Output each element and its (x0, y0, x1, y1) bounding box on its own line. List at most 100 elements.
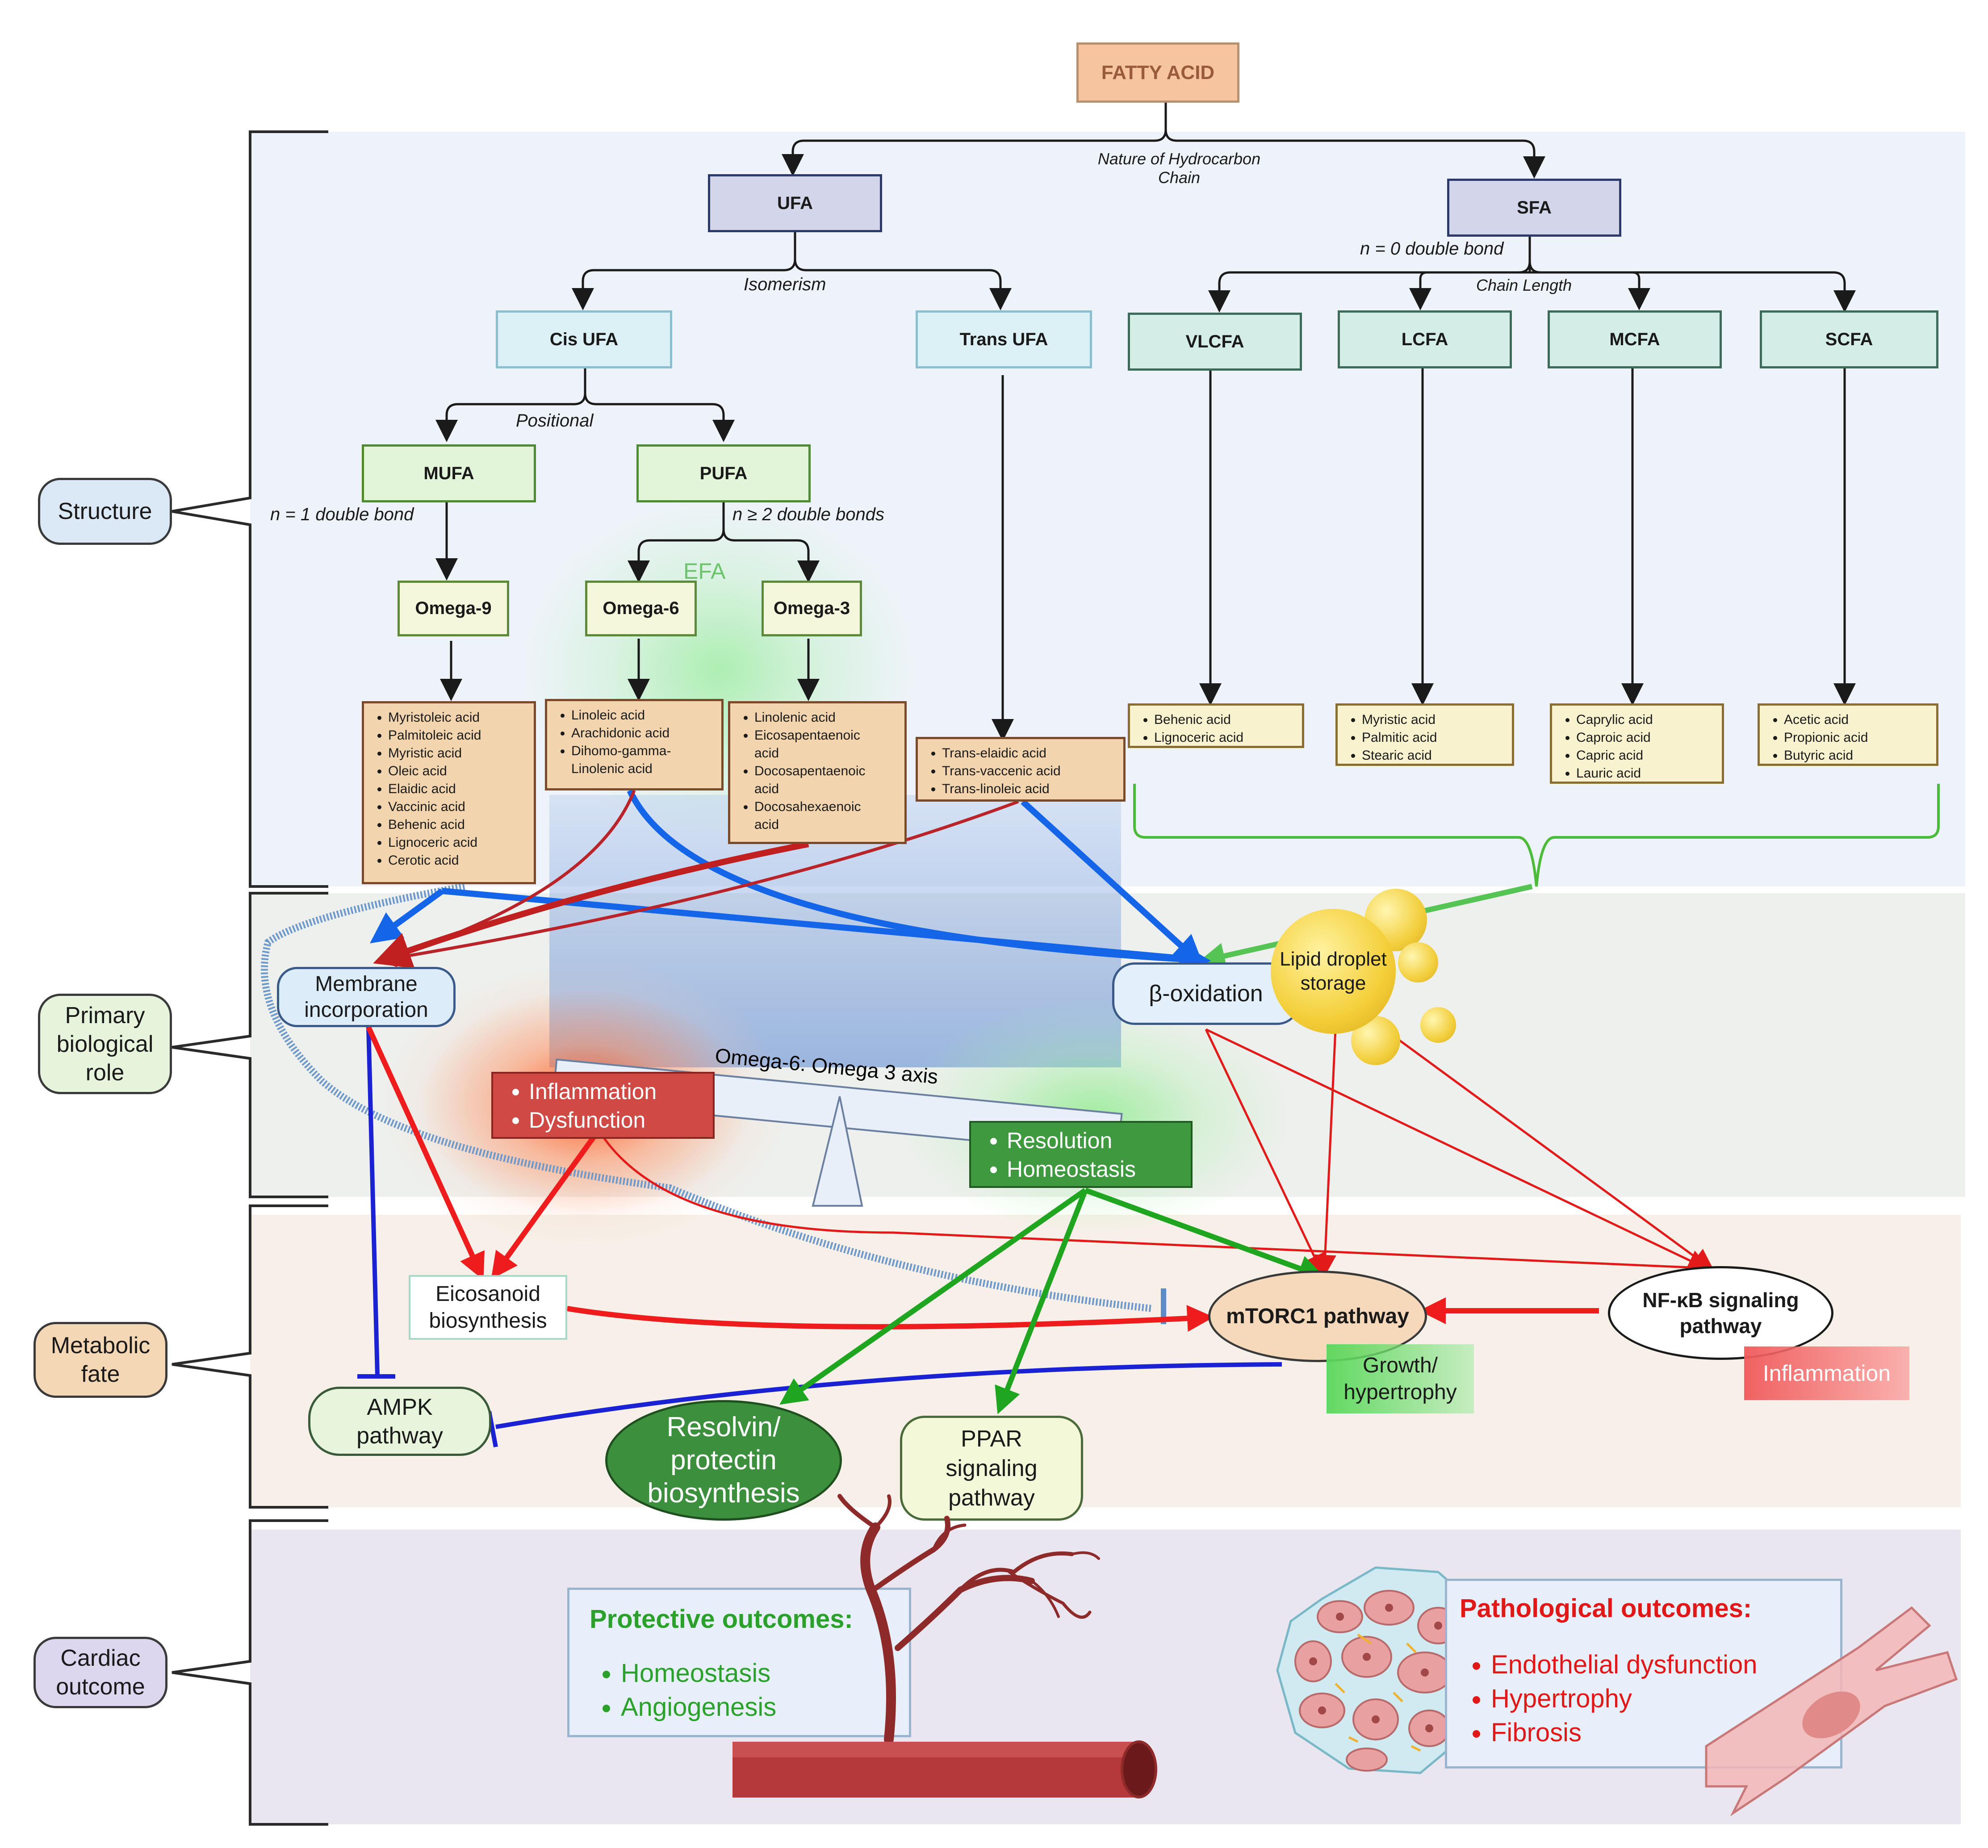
dysfunction-item: Dysfunction (529, 1106, 713, 1134)
acid-item: Trans-elaidic acid (942, 744, 1119, 762)
section-outcome-label: Cardiac outcome (56, 1645, 145, 1700)
acid-item: Behenic acid (1154, 711, 1297, 729)
lcfa-node: LCFA (1338, 310, 1512, 368)
sfa-node: SFA (1447, 179, 1621, 237)
resolvin-label: Resolvin/ protectin biosynthesis (647, 1412, 800, 1509)
inhibition-dotted-curve (261, 883, 1153, 1312)
mtorc1-label: mTORC1 pathway (1226, 1304, 1409, 1328)
lipid-droplet-node: Lipid droplet storage (1271, 909, 1396, 1034)
red-trans-membrane (377, 800, 1019, 967)
omega9-label: Omega-9 (415, 598, 492, 618)
resolution-to-ppar (995, 1189, 1088, 1414)
mtorc1-node: mTORC1 pathway (1208, 1271, 1427, 1362)
acid-item: Stearic acid (1362, 747, 1507, 765)
ufa-label: UFA (777, 193, 813, 213)
label-positional: Positional (516, 411, 594, 431)
vlcfa-acid-list: Behenic acidLignoceric acid (1128, 703, 1304, 748)
eicosanoid-node: Eicosanoid biosynthesis (409, 1275, 567, 1340)
resolution-box: Resolution Homeostasis (969, 1121, 1193, 1188)
acid-item: Eicosapentaenoic acid (754, 727, 900, 762)
lipid-to-nfkb (1350, 1003, 1715, 1271)
trans-ufa-label: Trans UFA (959, 329, 1048, 349)
pathological-outcomes-box: Pathological outcomes: Endothelial dysfu… (1445, 1579, 1842, 1769)
membrane-incorporation-node: Membrane incorporation (277, 967, 456, 1027)
protective-homeostasis: Homeostasis (621, 1656, 909, 1690)
acid-item: Docosapentaenoic acid (754, 762, 900, 798)
homeostasis-item: Homeostasis (1007, 1155, 1191, 1183)
resolution-item: Resolution (1007, 1126, 1191, 1155)
bracket-fate (172, 1204, 328, 1509)
mcfa-node: MCFA (1548, 310, 1722, 368)
mufa-node: MUFA (362, 444, 536, 502)
scfa-label: SCFA (1825, 329, 1873, 349)
protective-angiogenesis: Angiogenesis (621, 1690, 909, 1724)
growth-label: Growth/ hypertrophy (1343, 1353, 1457, 1404)
nfkb-label: NF-κB signaling pathway (1642, 1288, 1799, 1338)
bracket-structure (172, 130, 328, 888)
membrane-inhibits-ampk (366, 1027, 380, 1376)
beta-to-nfkb (1205, 1028, 1711, 1271)
acid-item: Arachidonic acid (571, 724, 717, 742)
growth-tag: Growth/ hypertrophy (1327, 1344, 1474, 1413)
section-role: Primary biological role (38, 994, 172, 1094)
acid-item: Capric acid (1576, 747, 1717, 765)
sfa-label: SFA (1517, 197, 1552, 217)
inflammation-tag: Inflammation (1744, 1346, 1909, 1400)
acid-item: Butyric acid (1784, 747, 1932, 765)
nfkb-node: NF-κB signaling pathway (1608, 1266, 1833, 1360)
vlcfa-label: VLCFA (1185, 331, 1244, 351)
scfa-node: SCFA (1760, 310, 1938, 368)
label-chain-length: Chain Length (1476, 276, 1572, 294)
ufa-node: UFA (708, 174, 882, 232)
label-efa: EFA (683, 559, 726, 584)
fate-section-bg (250, 1215, 1961, 1507)
resolution-to-resolvin (779, 1188, 1087, 1405)
acid-item: Caproic acid (1576, 729, 1717, 747)
acid-item: Trans-vaccenic acid (942, 762, 1119, 780)
acid-item: Vaccinic acid (388, 798, 529, 816)
omega3-node: Omega-3 (762, 581, 862, 636)
acid-item: Caprylic acid (1576, 711, 1717, 729)
mcfa-acid-list: Caprylic acidCaproic acidCapric acidLaur… (1550, 703, 1724, 784)
eicosanoid-label: Eicosanoid biosynthesis (429, 1282, 547, 1333)
acid-item: Lauric acid (1576, 765, 1717, 782)
acid-item: Elaidic acid (388, 780, 529, 798)
membrane-to-eicosanoid (366, 1026, 485, 1280)
ampk-node: AMPK pathway (308, 1387, 491, 1456)
protective-title: Protective outcomes: (590, 1605, 853, 1634)
inflammation-box: Inflammation Dysfunction (491, 1072, 715, 1139)
acid-item: Lignoceric acid (1154, 729, 1297, 747)
beta-oxidation-label: β-oxidation (1149, 981, 1263, 1007)
acid-item: Myristoleic acid (388, 709, 529, 727)
mcfa-label: MCFA (1609, 329, 1660, 349)
protective-outcomes-box: Protective outcomes: Homeostasis Angioge… (567, 1588, 911, 1737)
section-structure: Structure (38, 478, 172, 545)
omega3-label: Omega-3 (773, 598, 850, 618)
red-omega3-membrane (373, 841, 809, 969)
acid-item: Linoleic acid (571, 707, 717, 724)
pathological-hypertrophy: Hypertrophy (1491, 1682, 1840, 1716)
trans-ufa-node: Trans UFA (916, 310, 1092, 368)
acid-item: Palmitic acid (1362, 729, 1507, 747)
blue-trans-beta (1021, 799, 1204, 967)
scfa-acid-list: Acetic acidPropionic acidButyric acid (1758, 703, 1938, 766)
beta-oxidation-node: β-oxidation (1112, 962, 1300, 1025)
eicosanoid-to-mtorc1 (567, 1305, 1214, 1332)
inflammation-to-nfkb (602, 1136, 1715, 1279)
ampk-label: AMPK pathway (356, 1394, 443, 1449)
lcfa-acid-list: Myristic acidPalmitic acidStearic acid (1335, 703, 1514, 766)
acid-item: Docosahexaenoic acid (754, 798, 900, 834)
omega6-label: Omega-6 (603, 598, 679, 618)
tree-connectors (435, 103, 1856, 741)
mtorc1-inhibits-ampk (495, 1362, 1282, 1429)
cis-ufa-label: Cis UFA (549, 329, 619, 349)
mufa-label: MUFA (423, 463, 474, 483)
blue-omega9-membrane (369, 888, 444, 944)
membrane-label: Membrane incorporation (304, 972, 428, 1022)
ppar-label: PPAR signaling pathway (946, 1426, 1038, 1511)
acid-item: Oleic acid (388, 762, 529, 780)
label-n1: n = 1 double bond (270, 505, 414, 524)
label-isomerism: Isomerism (744, 275, 826, 294)
acid-item: Palmitoleic acid (388, 727, 529, 744)
lcfa-label: LCFA (1401, 329, 1448, 349)
